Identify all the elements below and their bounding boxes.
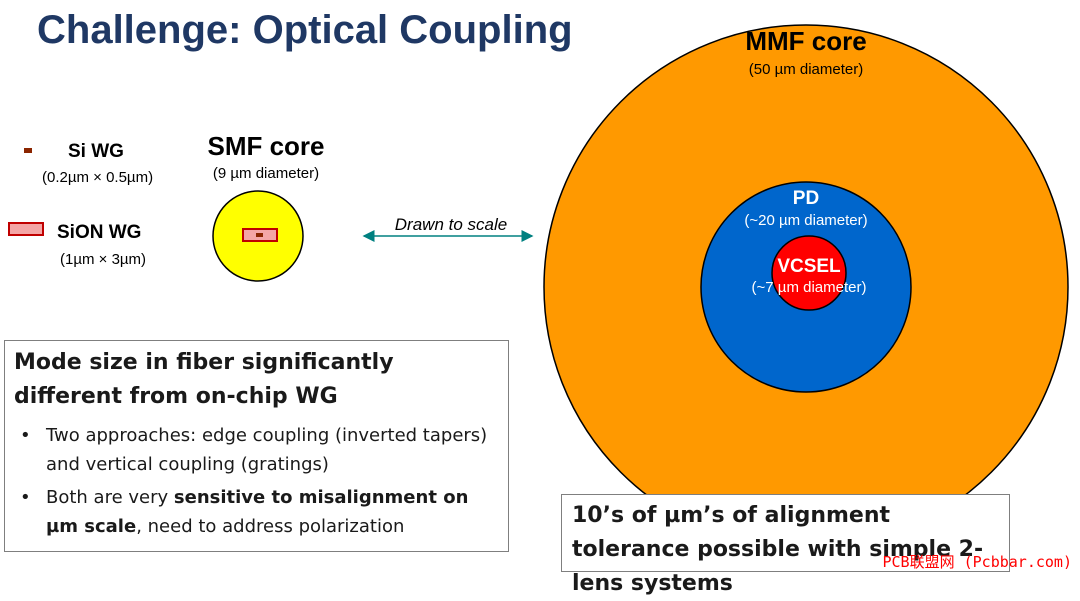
sion-wg-swatch bbox=[8, 222, 44, 236]
smf-core-label: SMF core bbox=[207, 131, 324, 161]
sion-wg-dims: (1µm × 3µm) bbox=[60, 251, 146, 268]
smf-si-wg-overlay bbox=[256, 233, 263, 237]
page-title: Challenge: Optical Coupling bbox=[37, 8, 573, 52]
bullet-text: Two approaches: edge coupling (inverted … bbox=[46, 425, 488, 475]
approach-list: • Two approaches: edge coupling (inverte… bbox=[14, 421, 504, 545]
mmf-core-label: MMF core bbox=[745, 26, 866, 56]
pd-dims: (~20 µm diameter) bbox=[744, 212, 867, 229]
bullet-text-prefix: Both are very bbox=[46, 487, 174, 508]
alignment-tolerance-text: 10’s of µm’s of alignment tolerance poss… bbox=[572, 503, 984, 596]
mmf-core-dims: (50 µm diameter) bbox=[749, 61, 864, 78]
si-wg-swatch bbox=[24, 148, 32, 153]
mode-size-callout: Mode size in fiber significantly differe… bbox=[4, 340, 509, 552]
scale-note: Drawn to scale bbox=[395, 215, 507, 234]
bullet-icon: • bbox=[20, 425, 31, 446]
vcsel-label: VCSEL bbox=[777, 256, 841, 277]
vcsel-dims: (~7 µm diameter) bbox=[752, 279, 867, 296]
bullet-icon: • bbox=[20, 487, 31, 508]
vcsel-circle bbox=[771, 235, 847, 311]
sion-wg-label: SiON WG bbox=[57, 222, 141, 243]
watermark: PCB联盟网 (Pcbbar.com) bbox=[882, 553, 1073, 571]
bullet-text-suffix: , need to address polarization bbox=[136, 516, 405, 537]
coupling-diagram: MMF core (50 µm diameter) PD (~20 µm dia… bbox=[8, 24, 1069, 550]
si-wg-label: Si WG bbox=[68, 141, 124, 162]
si-wg-dims: (0.2µm × 0.5µm) bbox=[42, 169, 153, 186]
mode-size-heading: Mode size in fiber significantly differe… bbox=[14, 350, 394, 409]
pd-label: PD bbox=[793, 188, 819, 209]
alignment-tolerance-callout: 10’s of µm’s of alignment tolerance poss… bbox=[561, 494, 1010, 596]
list-item: • Two approaches: edge coupling (inverte… bbox=[14, 421, 504, 479]
smf-core-dims: (9 µm diameter) bbox=[213, 165, 319, 182]
bullet-text-emphasis: sensitive to misalignment on µm scale bbox=[46, 487, 469, 537]
list-item: • Both are very sensitive to misalignmen… bbox=[14, 483, 504, 541]
